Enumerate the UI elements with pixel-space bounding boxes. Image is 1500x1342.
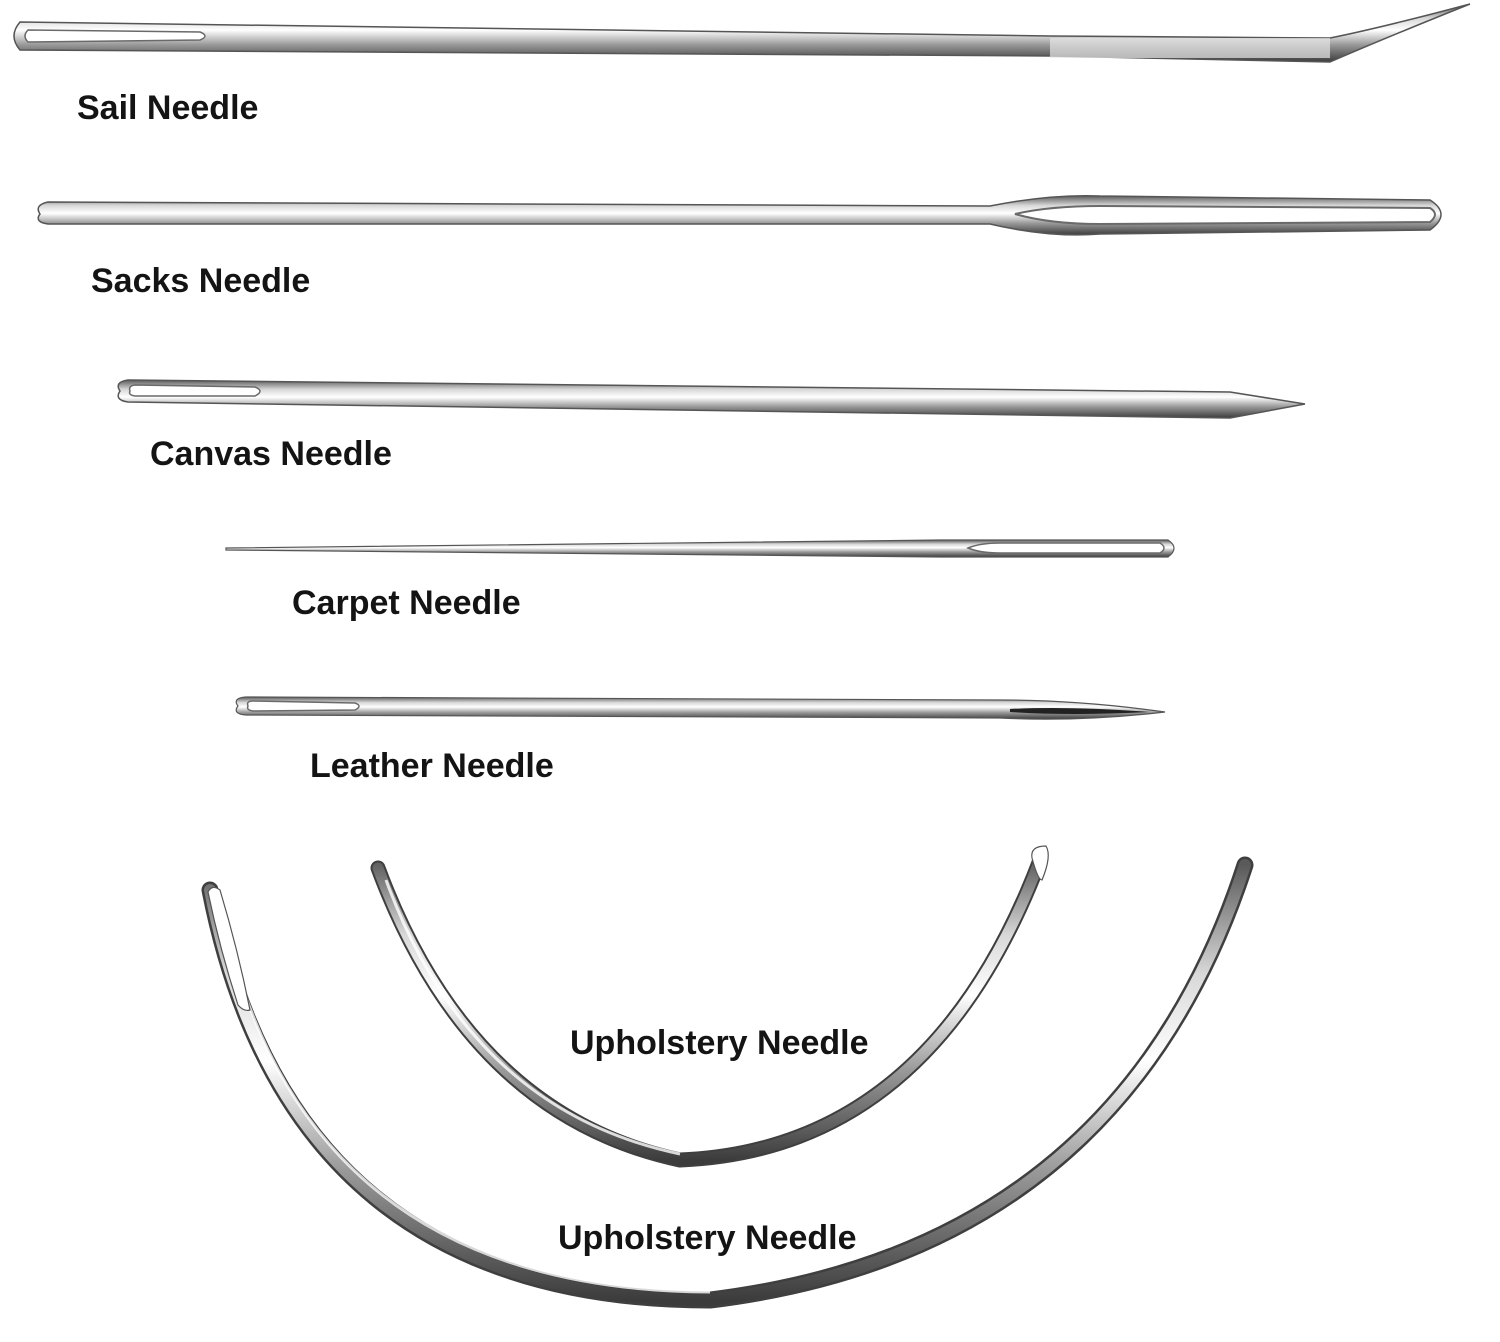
canvas-needle-label: Canvas Needle bbox=[150, 435, 392, 473]
canvas-needle-eye bbox=[128, 384, 261, 397]
leather-needle bbox=[235, 696, 1166, 720]
canvas-needle bbox=[117, 379, 1306, 419]
leather-needle-eye bbox=[246, 700, 360, 712]
leather-needle-blade bbox=[1010, 708, 1150, 714]
carpet-needle-label: Carpet Needle bbox=[292, 584, 521, 622]
sail-needle-eye bbox=[24, 29, 206, 43]
sacks-needle bbox=[37, 194, 1442, 236]
carpet-needle-eye bbox=[966, 542, 1165, 554]
upholstery-needle-small-eye bbox=[1031, 845, 1049, 881]
sail-needle-label: Sail Needle bbox=[77, 89, 259, 127]
upholstery-needle-small bbox=[370, 845, 1049, 1168]
sacks-needle-eye bbox=[1014, 204, 1436, 226]
sail-needle bbox=[13, 3, 1471, 63]
leather-needle-label: Leather Needle bbox=[310, 747, 554, 785]
upholstery-needle-small-label: Upholstery Needle bbox=[570, 1024, 869, 1062]
upholstery-needle-large-eye bbox=[207, 886, 251, 1012]
upholstery-needle-large-label: Upholstery Needle bbox=[558, 1219, 857, 1257]
sacks-needle-label: Sacks Needle bbox=[91, 262, 311, 300]
upholstery-needle-large bbox=[201, 856, 1254, 1309]
carpet-needle bbox=[225, 539, 1175, 558]
